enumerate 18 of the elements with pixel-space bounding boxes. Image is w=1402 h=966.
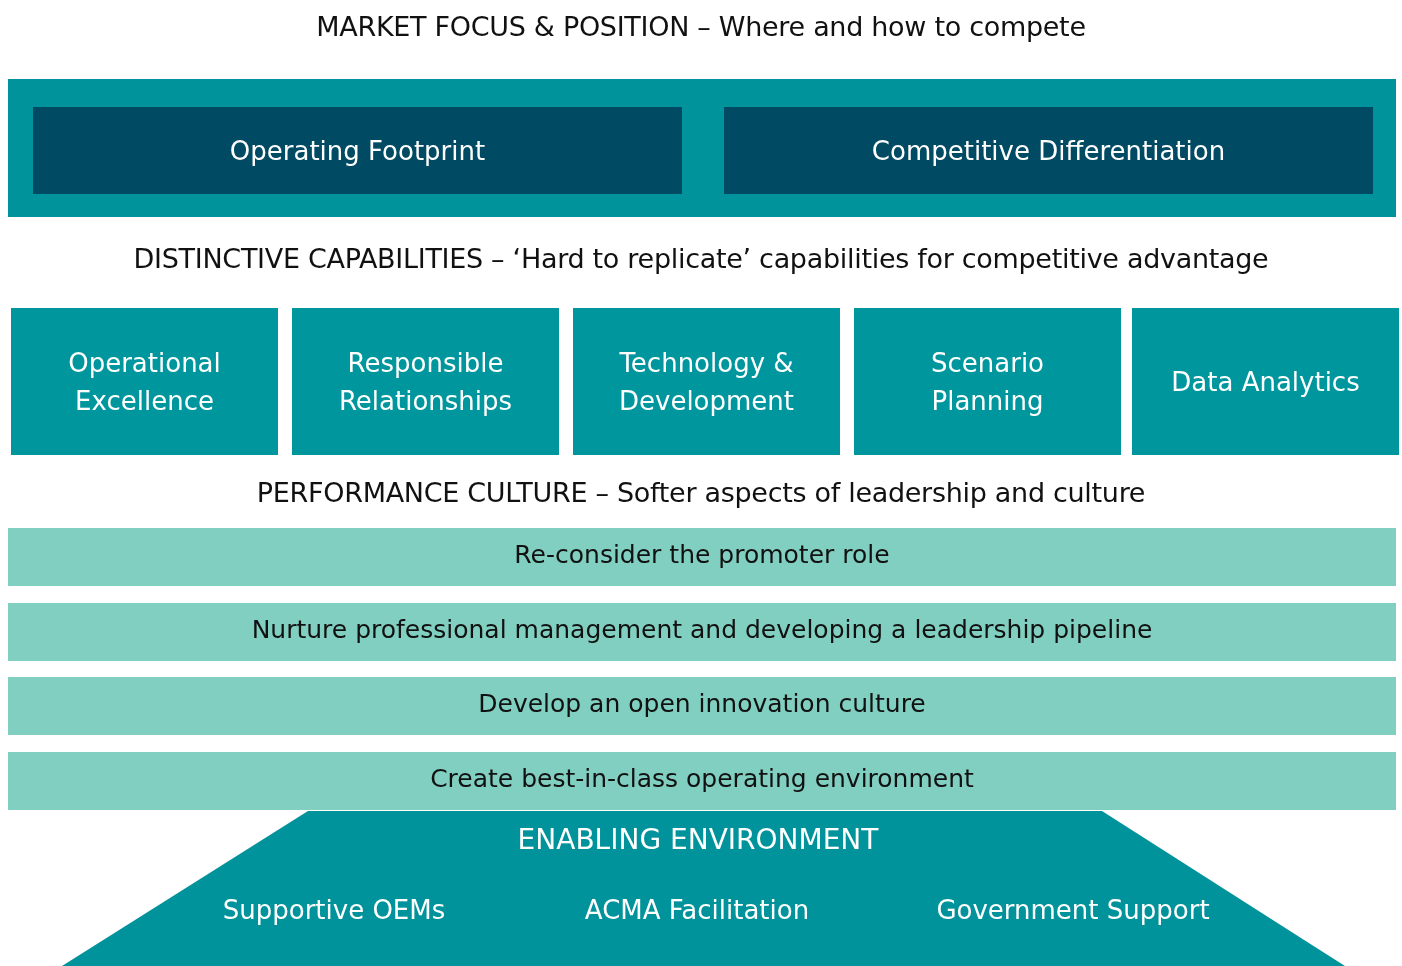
capability-box: Data Analytics xyxy=(1132,308,1399,455)
panel-title: ENABLING ENVIRONMENT xyxy=(517,823,879,856)
focus-box: Operating Footprint xyxy=(33,107,682,194)
culture-bar: Develop an open innovation culture xyxy=(8,677,1396,735)
capability-box: Technology & Development xyxy=(573,308,840,455)
focus-box: Competitive Differentiation xyxy=(724,107,1373,194)
capability-box: Responsible Relationships xyxy=(292,308,559,455)
culture-bar: Create best-in-class operating environment xyxy=(8,752,1396,810)
section-heading: MARKET FOCUS & POSITION – Where and how to compete xyxy=(315,11,1087,42)
capability-box: Operational Excellence xyxy=(11,308,278,455)
culture-bar: Re-consider the promoter role xyxy=(8,528,1396,586)
panel-item: ACMA Facilitation xyxy=(584,895,810,925)
panel-item: Government Support xyxy=(936,895,1210,925)
culture-bar: Nurture professional management and developing a leadership pipeline xyxy=(8,603,1396,661)
section-heading: PERFORMANCE CULTURE – Softer aspects of leadership and culture xyxy=(255,477,1147,508)
capability-box: Scenario Planning xyxy=(854,308,1121,455)
section-heading: DISTINCTIVE CAPABILITIES – ‘Hard to replicate’ capabilities for competitive advantage xyxy=(132,243,1270,274)
panel-item: Supportive OEMs xyxy=(222,895,446,925)
